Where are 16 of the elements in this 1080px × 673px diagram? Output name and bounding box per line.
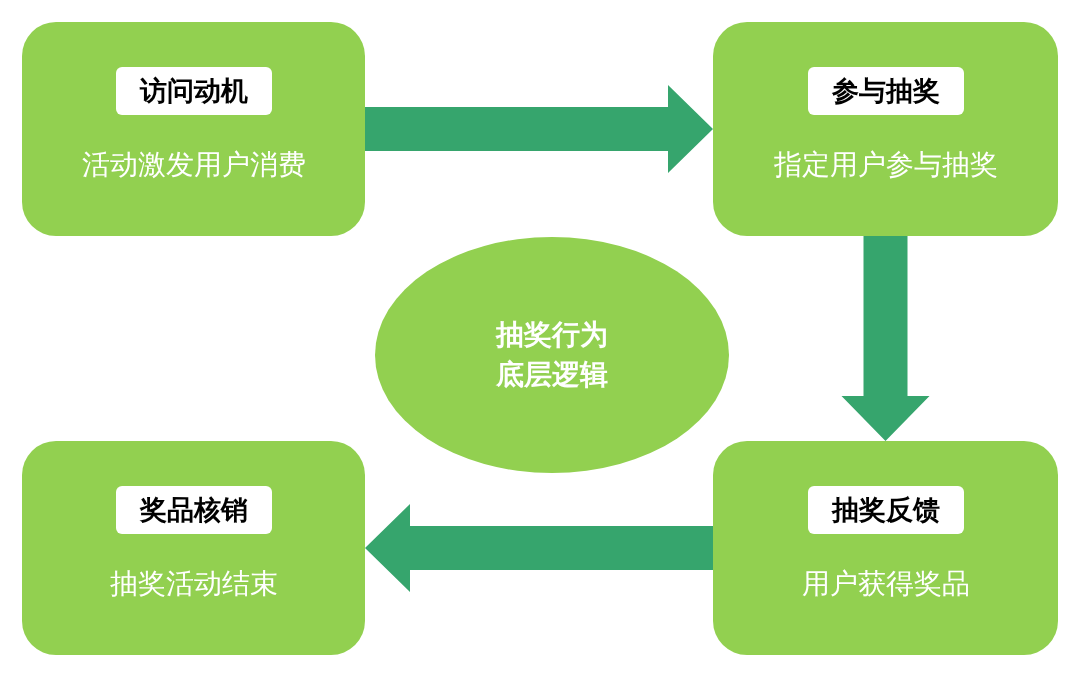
step-box — [22, 22, 365, 236]
step-title: 参与抽奖 — [807, 67, 964, 115]
step-title: 奖品核销 — [115, 486, 272, 534]
center-label: 抽奖行为底层逻辑 — [496, 318, 608, 391]
block-arrow — [365, 85, 713, 173]
step-title: 访问动机 — [115, 67, 272, 115]
step-description: 指定用户参与抽奖 — [773, 148, 998, 181]
step-description: 活动激发用户消费 — [81, 148, 306, 181]
step-box — [713, 441, 1058, 655]
step-title: 抽奖反馈 — [807, 486, 964, 534]
block-arrow — [841, 236, 930, 441]
step-description: 用户获得奖品 — [801, 567, 970, 600]
step-description: 抽奖活动结束 — [109, 567, 278, 600]
step-box — [22, 441, 365, 655]
step-box — [713, 22, 1058, 236]
block-arrow — [365, 504, 713, 592]
